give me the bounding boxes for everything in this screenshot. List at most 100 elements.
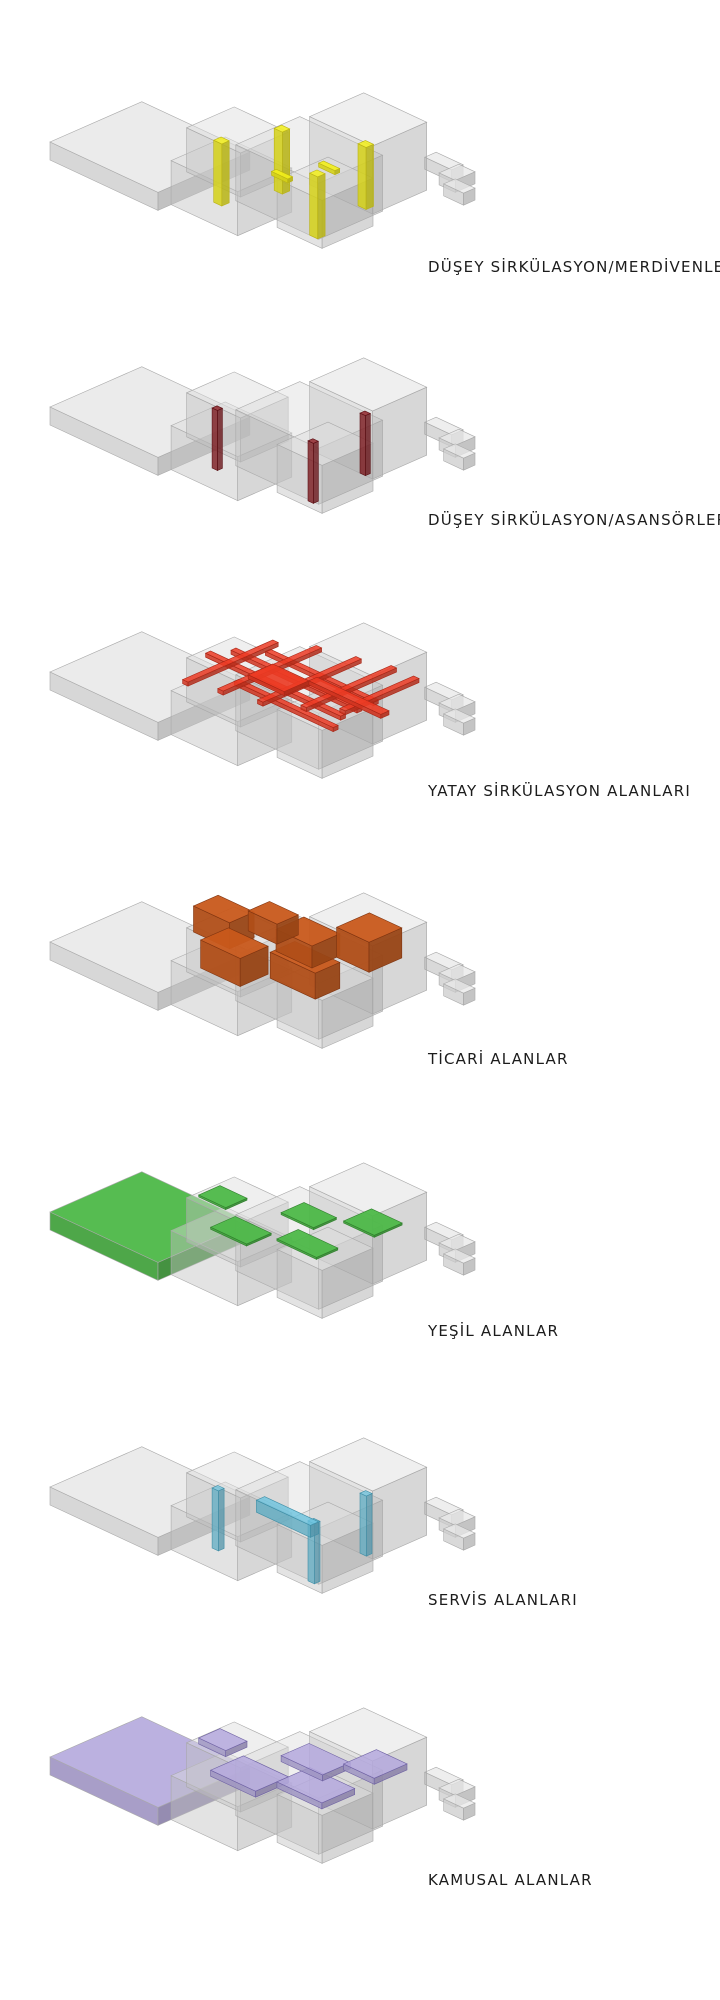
caption-service: SERVİS ALANLARI — [428, 1591, 578, 1609]
retail-block-5-top-face — [247, 901, 300, 925]
stair-core-3-side-face — [281, 128, 291, 195]
bridge-segment-2-top-face — [442, 708, 476, 724]
service-core-0-side-face — [218, 1487, 225, 1552]
stair-core-1-front-face — [357, 143, 367, 210]
axonometric-stairs — [49, 92, 476, 249]
corridor-7-top-face — [300, 665, 398, 708]
caption-elevators: DÜŞEY SİRKÜLASYON/ASANSÖRLER — [428, 511, 720, 529]
bridge-segment-2 — [442, 1793, 476, 1821]
elevator-shaft-0-side-face — [217, 407, 223, 471]
stair-core-3 — [273, 124, 291, 195]
massing-green — [49, 1162, 476, 1319]
stair-core-3-front-face — [273, 127, 283, 195]
public-floor-0 — [197, 1728, 248, 1758]
roof-garden-3 — [280, 1202, 338, 1231]
elevator-shaft-2 — [307, 438, 320, 504]
bridge-segment-1-top-face — [438, 963, 476, 981]
corridor-ground-1 — [247, 663, 310, 697]
roof-garden-4 — [342, 1208, 403, 1238]
roof-garden-2-top-face — [276, 1229, 339, 1258]
bridge-segment-0-top-face — [423, 416, 464, 436]
bridge-segment-0-top-face — [423, 1221, 464, 1241]
caption-horizontal: YATAY SİRKÜLASYON ALANLARI — [428, 782, 691, 800]
panel-public: KAMUSAL ALANLAR — [0, 1635, 720, 1895]
corridor-ground-1-top-face — [247, 663, 310, 692]
stair-core-0 — [212, 136, 230, 207]
service-core-0 — [211, 1485, 225, 1552]
retail-block-5 — [247, 901, 300, 945]
bridge-segment-2-top-face — [442, 1248, 476, 1264]
public-floor-4 — [342, 1749, 408, 1785]
massing-service — [49, 1437, 476, 1594]
corridor-7 — [300, 665, 398, 713]
axonometric-commercial — [49, 892, 476, 1049]
building-mass-4 — [276, 1771, 374, 1864]
retail-block-1 — [199, 927, 269, 987]
stair-core-2-top-face — [308, 169, 326, 178]
bridge-segment-2 — [442, 443, 476, 471]
plaza-slab-top-face — [49, 366, 251, 458]
bridge-segment-2 — [442, 178, 476, 206]
panel-elevators: DÜŞEY SİRKÜLASYON/ASANSÖRLER — [0, 285, 720, 545]
plaza-slab — [49, 1446, 251, 1556]
bridge-segment-2 — [442, 708, 476, 736]
bridge-segment-1-top-face — [438, 163, 476, 181]
building-mass-3-top-face — [308, 1707, 428, 1762]
bridge-segment-1-top-face — [438, 1508, 476, 1526]
panel-service: SERVİS ALANLARI — [0, 1365, 720, 1625]
elevator-shaft-1-side-face — [365, 413, 371, 477]
building-mass-3 — [308, 1437, 428, 1560]
plaza-slab-top-face — [49, 101, 251, 193]
massing-horizontal — [49, 622, 476, 779]
bridge-segment-2-top-face — [442, 443, 476, 459]
retail-block-4-top-face — [335, 912, 403, 943]
axonometric-public — [49, 1707, 476, 1864]
stair-flight-0 — [270, 168, 294, 184]
service-core-1-top-face — [359, 1490, 373, 1497]
elevator-shaft-0-front-face — [211, 407, 218, 471]
stair-core-2-front-face — [309, 172, 319, 240]
roof-garden-0 — [197, 1185, 248, 1211]
plaza-slab-top-face — [49, 1446, 251, 1538]
building-mass-4-top-face — [276, 1501, 374, 1546]
elevator-shaft-1-top-face — [359, 410, 372, 416]
bridge-segment-1-top-face — [438, 428, 476, 446]
service-strip-top-face — [255, 1496, 320, 1526]
building-mass-3-top-face — [308, 1162, 428, 1217]
elevator-shaft-2-side-face — [313, 440, 319, 504]
public-floor-2 — [276, 1767, 356, 1810]
roof-garden-3-top-face — [280, 1202, 338, 1229]
bridge-segment-0-top-face — [423, 681, 464, 701]
building-mass-3 — [308, 357, 428, 480]
building-mass-0 — [170, 401, 293, 502]
axonometric-horizontal — [49, 622, 476, 779]
stair-flight-1-top-face — [317, 160, 341, 172]
panel-commercial: TİCARİ ALANLAR — [0, 820, 720, 1080]
roof-garden-1 — [209, 1216, 272, 1247]
caption-green: YEŞİL ALANLAR — [428, 1322, 560, 1340]
bridge-segment-1-top-face — [438, 1778, 476, 1796]
building-mass-0 — [170, 666, 293, 767]
elevator-shaft-2-front-face — [307, 440, 314, 504]
stair-core-1 — [357, 140, 375, 210]
building-mass-3-top-face — [308, 1437, 428, 1492]
building-mass-3 — [308, 1162, 428, 1285]
axonometric-green — [49, 1162, 476, 1319]
service-core-1-front-face — [359, 1492, 367, 1557]
massing-stairs — [49, 92, 476, 249]
corridor-4-top-face — [181, 639, 279, 683]
panel-horizontal: YATAY SİRKÜLASYON ALANLARI — [0, 550, 720, 810]
service-core-1-side-face — [365, 1493, 373, 1557]
bridge-segment-2-top-face — [442, 178, 476, 194]
bridge-segment-0-top-face — [423, 151, 464, 171]
axonometric-service — [49, 1437, 476, 1594]
retail-block-1-top-face — [199, 927, 269, 959]
stair-core-0-side-face — [221, 140, 230, 207]
roof-garden-2 — [276, 1229, 339, 1260]
public-floor-4-top-face — [342, 1749, 408, 1779]
building-mass-2-top-face — [235, 116, 384, 184]
building-mass-2-top-face — [235, 381, 384, 449]
building-mass-4-top-face — [276, 421, 374, 466]
bridge-segment-1-top-face — [438, 1233, 476, 1251]
bridge-segment-2 — [442, 978, 476, 1006]
